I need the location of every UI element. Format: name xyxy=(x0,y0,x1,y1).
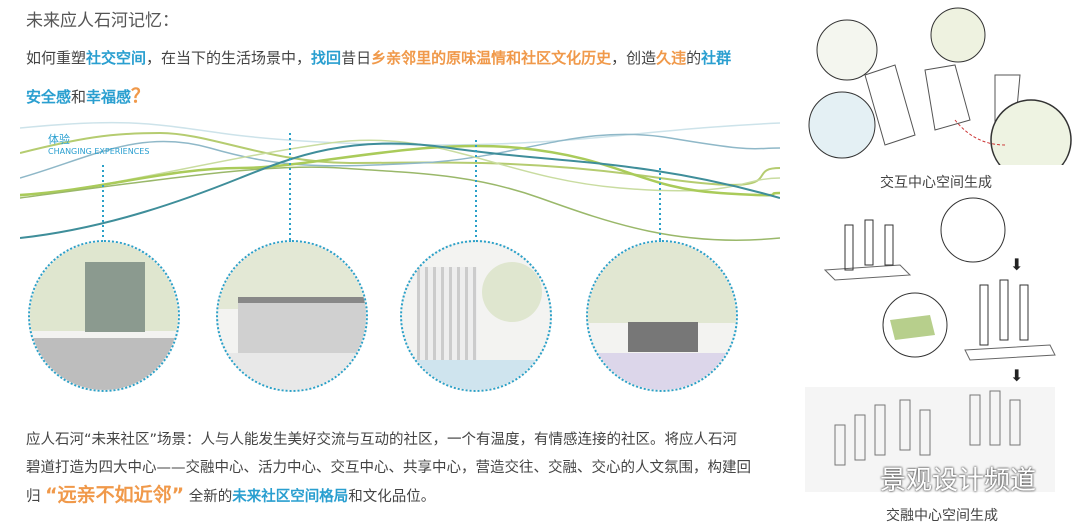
highlight: 未来社区空间格局 xyxy=(232,489,349,505)
fusion-center-diagram: ⬇ ⬇ xyxy=(805,197,1056,492)
text: 的 xyxy=(686,49,702,67)
body-line-1: 应人石河“未来社区”场景：人与人能发生美好交流与互动的社区，一个有温度，有情感连… xyxy=(26,432,738,448)
experience-wave-diagram xyxy=(20,121,780,243)
scene-circle-4 xyxy=(586,240,738,392)
scene-circle-2 xyxy=(216,240,368,392)
text: 如何重塑 xyxy=(26,49,87,67)
label-cn: 体验 xyxy=(48,133,70,146)
svg-text:⬇: ⬇ xyxy=(1010,366,1023,385)
caption-fusion-center: 交融中心空间生成 xyxy=(886,508,998,524)
diagram-label: 体验 CHANGING EXPERIENCES xyxy=(48,134,149,158)
label-en: CHANGING EXPERIENCES xyxy=(48,147,150,156)
question-line-1: 如何重塑社交空间，在当下的生活场景中，找回昔日乡亲邻里的原味温情和社区文化历史，… xyxy=(26,47,731,68)
caption-interaction-center: 交互中心空间生成 xyxy=(880,175,992,191)
watermark: 景观设计频道 xyxy=(880,466,1037,496)
text: 归 xyxy=(26,489,41,505)
body-line-2: 碧道打造为四大中心——交融中心、活力中心、交互中心、共享中心，营造交往、交融、交… xyxy=(26,460,751,476)
scene-circle-3 xyxy=(400,240,552,392)
highlight: 久违 xyxy=(656,49,687,67)
highlight: 安全感 xyxy=(26,88,72,106)
highlight-quote: “远亲不如近邻” xyxy=(45,484,185,506)
interaction-center-diagram xyxy=(808,7,1072,165)
highlight: 幸福感 xyxy=(86,88,132,106)
text: 和文化品位。 xyxy=(348,489,436,505)
svg-text:⬇: ⬇ xyxy=(1010,255,1023,274)
body-line-3: 归 “远亲不如近邻” 全新的未来社区空间格局和文化品位。 xyxy=(26,480,435,507)
highlight: 乡亲邻里的原味温情和社区文化历史 xyxy=(371,49,612,67)
text: 全新的 xyxy=(188,489,233,505)
scene-circle-1 xyxy=(28,240,180,392)
highlight: 找回 xyxy=(311,49,342,67)
text: ，在当下的生活场景中， xyxy=(146,49,312,67)
section-title: 未来应人石河记忆： xyxy=(26,11,179,31)
highlight: 社交空间 xyxy=(86,49,147,67)
question-line-2: 安全感和幸福感？ xyxy=(26,81,150,108)
text: 和 xyxy=(71,88,87,106)
text: 昔日 xyxy=(341,49,372,67)
question-mark: ？ xyxy=(131,85,151,107)
highlight: 社群 xyxy=(701,49,732,67)
text: ，创造 xyxy=(611,49,657,67)
